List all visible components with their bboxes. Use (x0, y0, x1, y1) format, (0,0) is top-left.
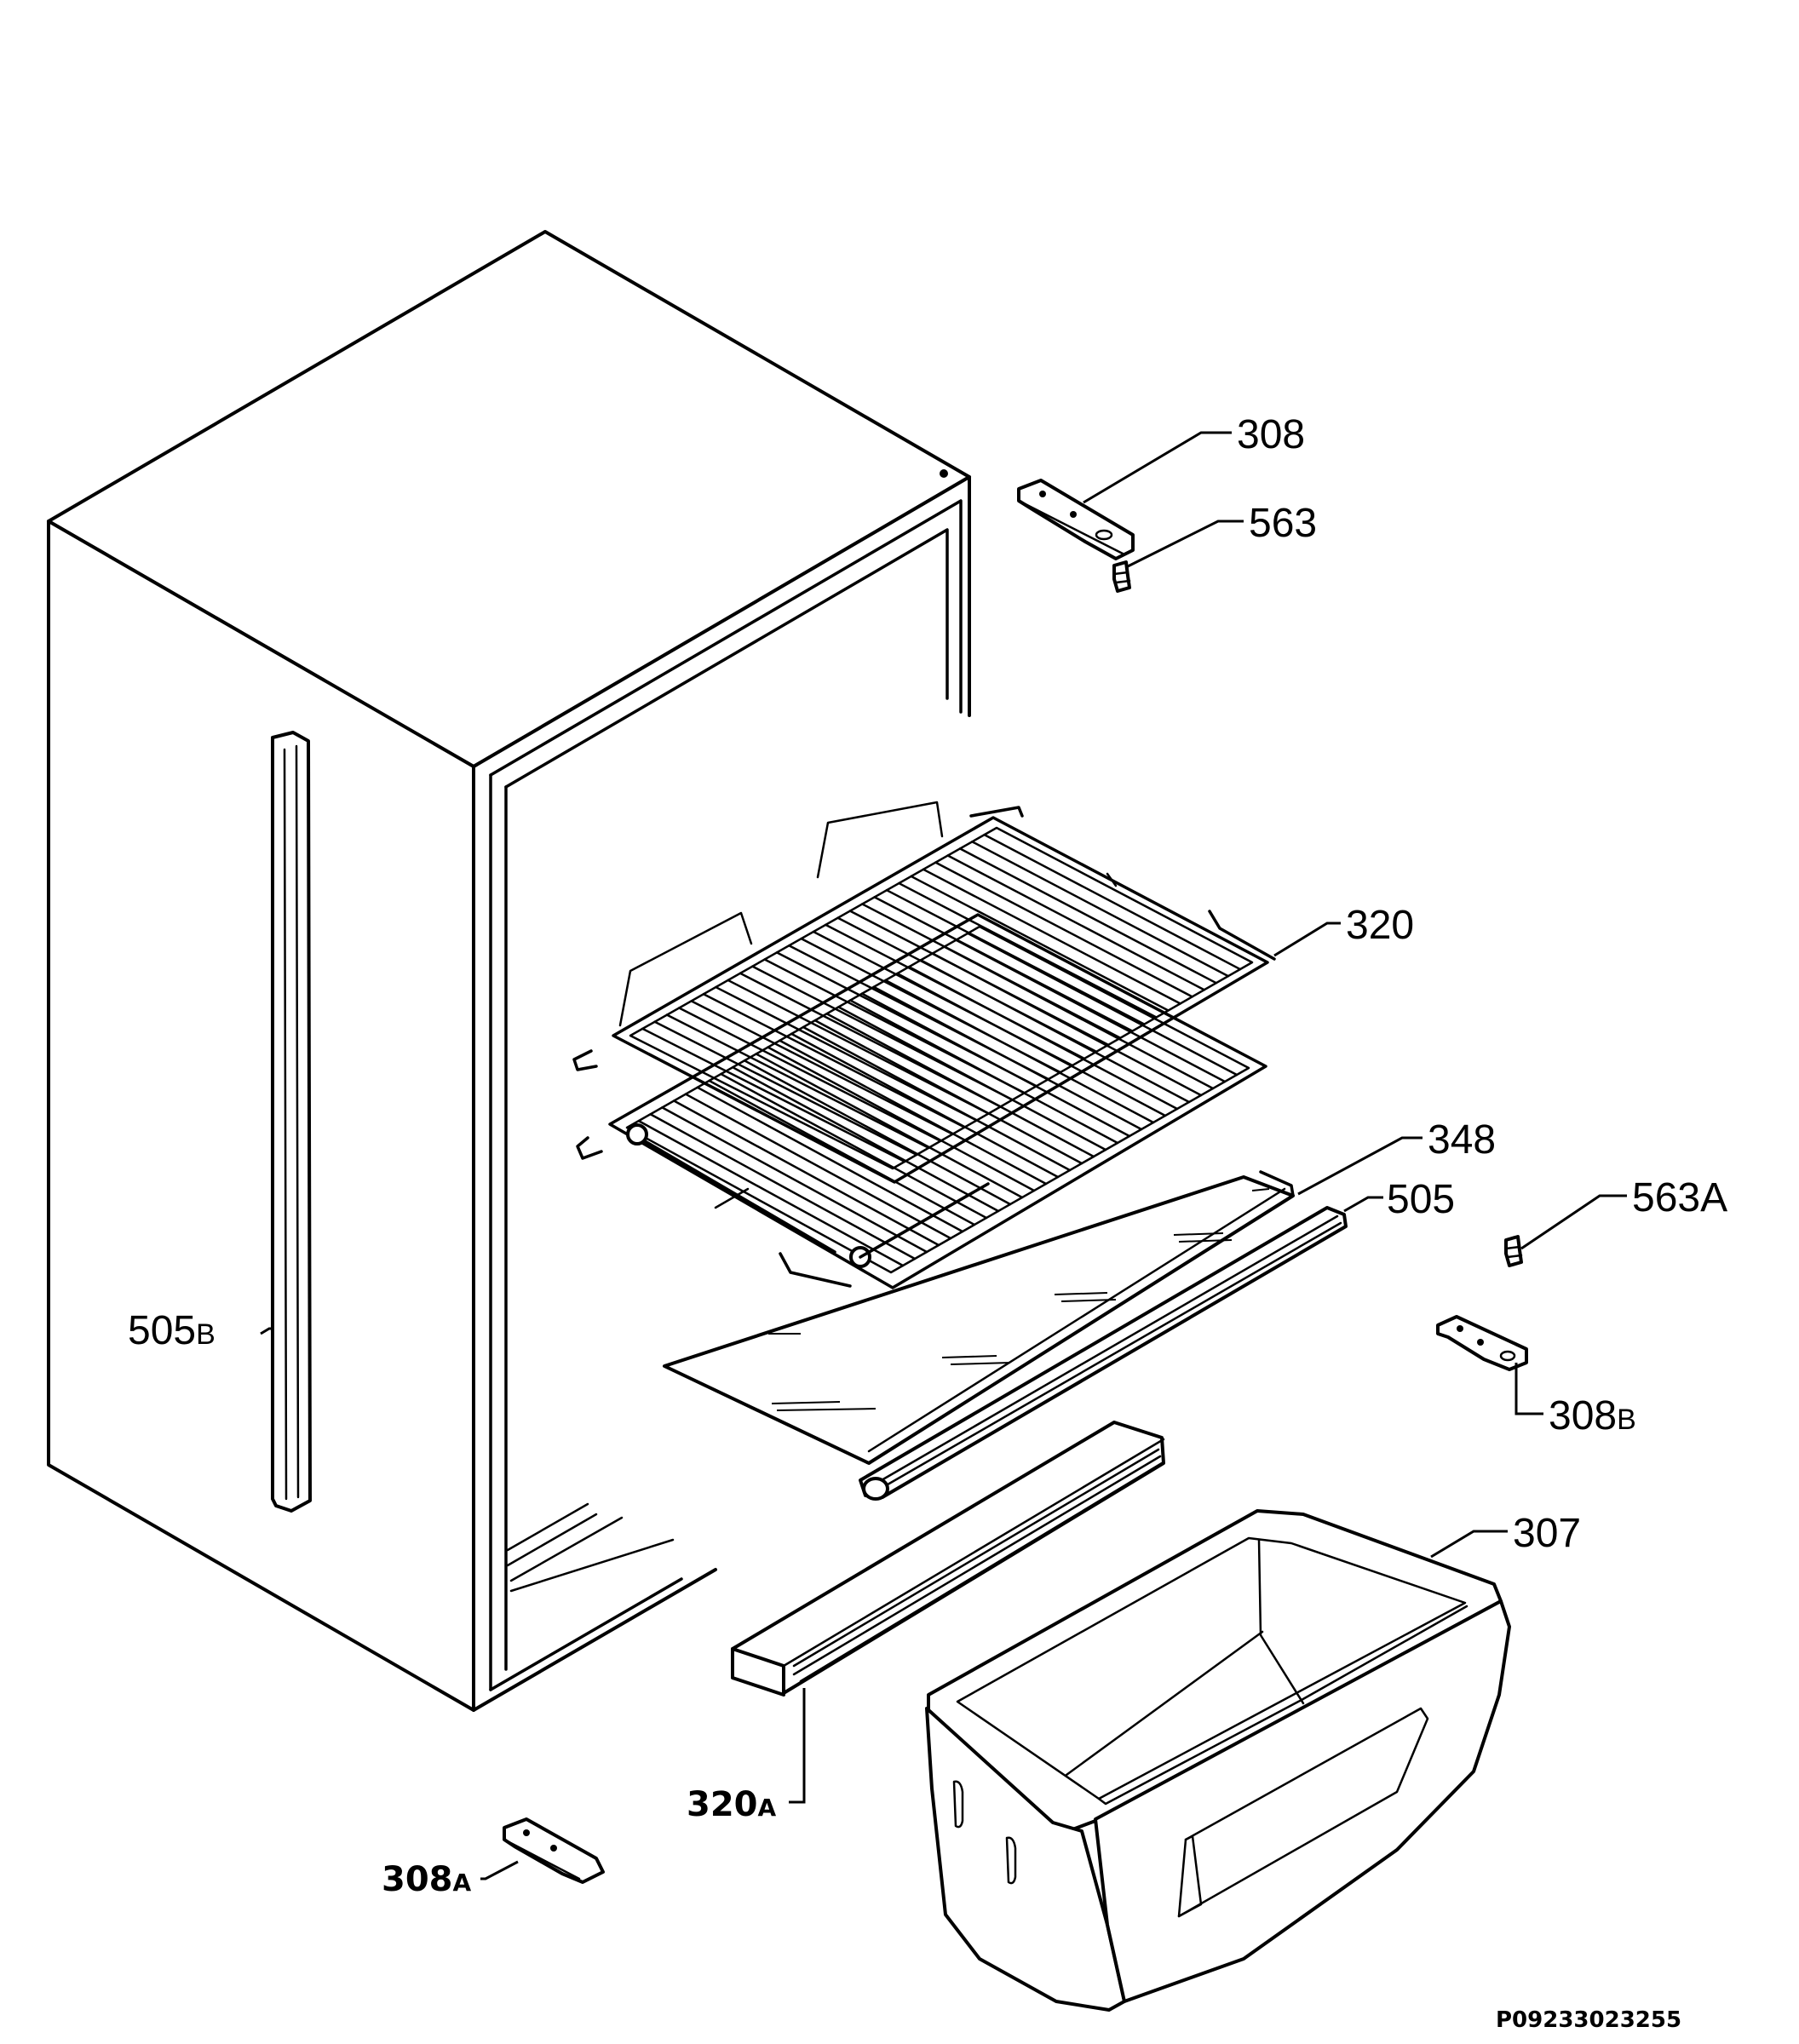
shelf-wire (898, 881, 1158, 1019)
label-307: 307 (1513, 1511, 1581, 1556)
shelf-trim-505 (859, 1206, 1348, 1501)
shelf-wire (837, 1006, 1107, 1151)
shelf-wire (922, 868, 1181, 1005)
shelf-wire (802, 1025, 1072, 1172)
shelf-wire (934, 861, 1193, 998)
label-320: 320 (1346, 903, 1414, 948)
label-505b: 505B (128, 1308, 216, 1353)
corner-screw-icon (940, 469, 948, 478)
screw-563a (1504, 1235, 1523, 1267)
shelf-wire (720, 1072, 988, 1220)
shelf-wire (971, 841, 1230, 978)
shelf-wire (684, 1093, 952, 1240)
shelf-wire (966, 932, 1239, 1077)
cabinet-body (47, 230, 971, 1712)
shelf-wire (708, 1079, 976, 1226)
shelf-wire (885, 888, 1146, 1025)
shelf-wire (715, 985, 978, 1122)
shelf-wire (910, 875, 1170, 1012)
shelf-wire (731, 1065, 1000, 1213)
shelf-wire (790, 1032, 1060, 1179)
shelf-wire (813, 1019, 1083, 1165)
shelf-wire (825, 1013, 1095, 1158)
label-563a: 563A (1632, 1175, 1727, 1220)
shelf-wire (637, 1119, 905, 1267)
shelf-wire (931, 952, 1203, 1097)
label-308b: 308B (1549, 1393, 1636, 1438)
shelf-wire (943, 945, 1215, 1090)
shelf-wire (665, 1013, 930, 1150)
wire-shelf-320-lower (576, 872, 1267, 1289)
shelf-wire (955, 939, 1227, 1083)
shelf-wire (872, 985, 1143, 1131)
shelf-wire (896, 972, 1167, 1117)
label-563: 563 (1249, 501, 1317, 546)
glass-shelf-348 (663, 1170, 1295, 1465)
shelf-wire (649, 1113, 917, 1260)
hinge-308b (1436, 1315, 1528, 1371)
label-308a: 308A (382, 1860, 472, 1899)
shelf-wire (641, 1027, 906, 1163)
shelf-wire (958, 847, 1218, 985)
crisper-cover-profile-320a (731, 1421, 1165, 1697)
shelf-wire (848, 999, 1119, 1145)
crisper-drawer-307 (925, 1509, 1511, 2012)
shelf-wire (653, 1020, 918, 1157)
leader-lines (260, 431, 1627, 1880)
label-348: 348 (1428, 1117, 1496, 1163)
drawing-code: P09233023255 (1496, 2007, 1681, 2033)
shelf-wire (672, 1100, 940, 1247)
shelf-wire (779, 1039, 1048, 1186)
shelf-wire (907, 965, 1179, 1111)
shelf-wire (743, 1059, 1012, 1206)
shelf-wire (702, 992, 966, 1128)
screw-563 (1112, 560, 1131, 593)
shelf-wire (696, 1086, 964, 1233)
part-labels: 308 563 320 348 505 563A 505B 308B 307 3… (128, 412, 1727, 2033)
shelf-wire (860, 992, 1131, 1138)
shelf-wire (661, 1106, 928, 1254)
label-505: 505 (1387, 1177, 1455, 1222)
door-seal-505b (271, 731, 312, 1513)
shelf-wire (983, 833, 1242, 971)
shelf-wire (946, 854, 1205, 991)
label-308: 308 (1237, 412, 1305, 457)
shelf-wire (919, 959, 1191, 1104)
shelf-wire (755, 1053, 1024, 1199)
shelf-wire (884, 979, 1155, 1124)
wire-shelf-320-upper (572, 801, 1276, 1184)
shelf-wire (678, 1007, 942, 1142)
shelf-wire (690, 1000, 954, 1135)
shelf-wire (767, 1046, 1036, 1192)
label-320a: 320A (687, 1785, 777, 1824)
hinge-308 (1017, 479, 1135, 560)
hinge-308a (503, 1817, 605, 1884)
